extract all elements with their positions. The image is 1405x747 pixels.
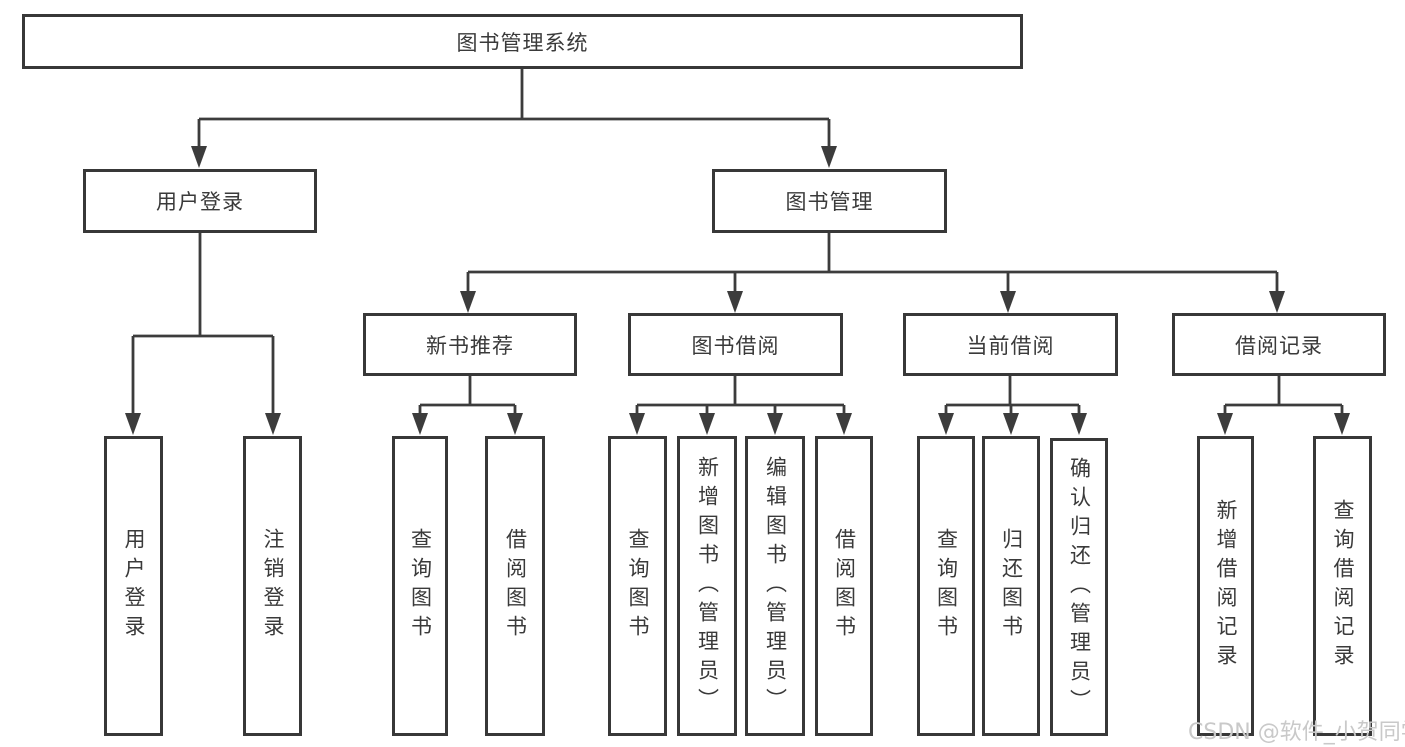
leaf-borrow-books-1: 借阅图书 xyxy=(485,436,545,736)
node-current-borrow: 当前借阅 xyxy=(903,313,1118,376)
leaf-return-books: 归还图书 xyxy=(982,436,1040,736)
leaf-query-books-1: 查询图书 xyxy=(392,436,448,736)
leaf-user-login: 用户登录 xyxy=(104,436,163,736)
leaf-edit-books-admin: 编辑图书（管理员） xyxy=(745,436,805,736)
leaf-borrow-books-2: 借阅图书 xyxy=(815,436,873,736)
node-root: 图书管理系统 xyxy=(22,14,1023,69)
arrowhead-icons xyxy=(125,146,1350,435)
leaf-query-borrow-record: 查询借阅记录 xyxy=(1313,436,1372,736)
leaf-confirm-return-admin: 确认归还（管理员） xyxy=(1050,438,1108,736)
leaf-logout: 注销登录 xyxy=(243,436,302,736)
node-user-login: 用户登录 xyxy=(83,169,317,233)
leaf-add-borrow-record: 新增借阅记录 xyxy=(1197,436,1254,736)
node-borrow-record: 借阅记录 xyxy=(1172,313,1386,376)
node-new-book-recommend: 新书推荐 xyxy=(363,313,577,376)
leaf-add-books-admin: 新增图书（管理员） xyxy=(677,436,737,736)
node-book-borrow: 图书借阅 xyxy=(628,313,843,376)
leaf-query-books-2: 查询图书 xyxy=(608,436,667,736)
leaf-query-books-3: 查询图书 xyxy=(917,436,975,736)
node-book-management: 图书管理 xyxy=(712,169,947,233)
